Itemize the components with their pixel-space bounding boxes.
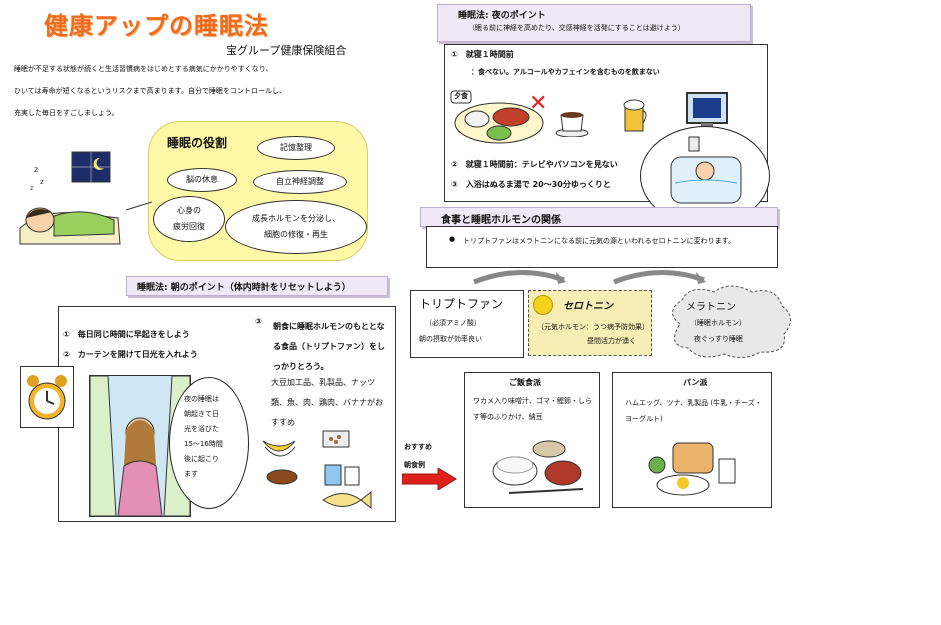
svg-text:z: z — [34, 165, 38, 174]
curved-arrow-1 — [470, 266, 570, 288]
sleeping-person-illustration: z z z — [14, 148, 126, 256]
dinner-illustration: 夕食 — [449, 89, 545, 147]
hormone-header: 食事と睡眠ホルモンの関係 — [420, 207, 778, 227]
banana-icon — [259, 431, 299, 459]
beer-mug-icon — [621, 97, 649, 133]
intro-line: 睡眠が不足する状態が続くと生活習慣病をはじめとする病気にかかりやすくなり、 — [14, 65, 273, 73]
natto-icon — [321, 427, 351, 449]
intro-text: 睡眠が不足する状態が続くと生活習慣病をはじめとする病気にかかりやすくなり、 ひい… — [14, 58, 394, 124]
tryptophan-title: トリプトファン — [419, 297, 504, 311]
role-nerve: 自立神経調整 — [253, 170, 347, 194]
melatonin-desc: 夜ぐっすり睡眠 — [694, 335, 743, 343]
alarm-clock-icon — [20, 366, 74, 428]
hormone-header-title: 食事と睡眠ホルモンの関係 — [441, 215, 561, 226]
morning-point-3: 朝食に睡眠ホルモンのもととなる食品（トリプトファン）をしっかりとろう。 — [273, 322, 385, 371]
rice-breakfast-box: ご飯食派 ワカメ入り味噌汁、ゴマ・鰹節・しらす等のふりかけ、納豆 — [464, 372, 600, 508]
role-fatigue: 心身の 疲労回復 — [153, 196, 225, 242]
tryptophan-desc: 朝の摂取が効率良い — [419, 335, 482, 343]
sleep-role-title: 睡眠の役割 — [167, 136, 228, 150]
melatonin-cloud: メラトニン （睡眠ホルモン） 夜ぐっすり睡眠 — [660, 284, 800, 360]
morning-point-2: ② カーテンを開けて日光を入れよう — [63, 350, 198, 359]
intro-line: ひいては寿命が短くなるというリスクまで高まります。自分で睡眠をコントロールし、 — [14, 87, 286, 95]
serotonin-desc: 昼間活力が湧く — [587, 337, 636, 345]
melatonin-sub: （睡眠ホルモン） — [690, 319, 746, 327]
western-breakfast-illustration — [643, 435, 753, 499]
night-point-1: ① 就寝１時間前 — [451, 50, 514, 59]
role-brain-rest: 脳の休息 — [167, 168, 237, 192]
svg-text:z: z — [30, 185, 33, 192]
svg-text:z: z — [40, 178, 44, 186]
role-memory: 記憶整理 — [257, 136, 335, 160]
tv-icon — [685, 91, 729, 129]
rice-title: ご飯食派 — [509, 378, 541, 387]
hormone-text: トリプトファンはメラトニンになる前に元気の源といわれるセロトニンに変わります。 — [463, 237, 735, 245]
role-connector — [126, 200, 152, 212]
serotonin-sub: （元気ホルモン：うつ病予防効果） — [537, 323, 649, 331]
night-header-title: 睡眠法: 夜のポイント — [458, 11, 546, 21]
fish-icon — [319, 489, 373, 511]
hormone-text-box: ● トリプトファンはメラトニンになる前に元気の源といわれるセロトニンに変わります… — [426, 226, 778, 268]
morning-header-title: 睡眠法: 朝のポイント（体内時計をリセットしよう） — [137, 283, 351, 293]
morning-header: 睡眠法: 朝のポイント（体内時計をリセットしよう） — [126, 276, 388, 296]
melatonin-title: メラトニン — [686, 302, 736, 313]
serotonin-box: セロトニン （元気ホルモン：うつ病予防効果） 昼間活力が湧く — [528, 290, 652, 356]
role-growth-hormone: 成長ホルモンを分泌し、 細胞の修復・再生 — [225, 200, 367, 254]
night-header-sub: （眠る前に神経を高めたり、交感神経を活発にすることは避けよう） — [468, 24, 685, 32]
cross-icon: ✕ — [529, 91, 548, 116]
intro-line: 充実した毎日をすごしましょう。 — [14, 109, 119, 117]
coffee-cup-icon — [555, 107, 589, 137]
bread-desc: ハムエッグ、ツナ、乳製品 (牛乳・チーズ・ヨーグルト) — [625, 399, 762, 423]
bread-title: パン派 — [683, 378, 708, 387]
bullet: ● — [449, 235, 456, 243]
red-arrow-icon — [402, 468, 458, 490]
sunlight-bubble: 夜の睡眠は 朝起きて日 光を浴びた 15～16時間 後に起こり ます — [169, 377, 249, 509]
milk-carton-icon — [323, 459, 363, 487]
morning-points-box: ① 毎日同じ時間に早起きをしよう ② カーテンを開けて日光を入れよう 夜の睡眠は… — [58, 306, 396, 522]
night-point-1-detail: ：食べない。アルコールやカフェインを含むものを飲まない — [471, 68, 660, 76]
rice-desc: ワカメ入り味噌汁、ゴマ・鰹節・しらす等のふりかけ、納豆 — [473, 397, 592, 421]
organization-name: 宝グループ健康保険組合 — [226, 44, 347, 57]
page-title: 健康アップの睡眠法 — [44, 12, 269, 40]
night-header: 睡眠法: 夜のポイント （眠る前に神経を高めたり、交感神経を活発にすることは避け… — [437, 4, 751, 42]
sleep-role-panel: 睡眠の役割 記憶整理 脳の休息 自立神経調整 心身の 疲労回復 成長ホルモンを分… — [148, 121, 368, 261]
morning-foods: 大豆加工品、乳製品、ナッツ類、魚、肉、鶏肉、バナナがおすすめ — [271, 378, 383, 427]
dinner-label: 夕食 — [454, 92, 468, 100]
night-point-3: ③ 入浴はぬるま湯で 20～30分ゆっくりと — [451, 180, 611, 189]
smiley-icon — [533, 295, 553, 315]
tryptophan-sub: （必須アミノ酸） — [425, 319, 481, 327]
night-point-2: ② 就寝１時間前：テレビやパソコンを見ない — [451, 160, 618, 169]
bread-breakfast-box: パン派 ハムエッグ、ツナ、乳製品 (牛乳・チーズ・ヨーグルト) — [612, 372, 772, 508]
sunlight-bubble-text: 夜の睡眠は 朝起きて日 光を浴びた 15～16時間 後に起こり ます — [184, 395, 223, 478]
breakfast-arrow-label: おすすめ 朝食例 — [404, 443, 432, 469]
curved-arrow-2 — [610, 266, 710, 288]
serotonin-title: セロトニン — [563, 301, 613, 312]
tryptophan-box: トリプトファン （必須アミノ酸） 朝の摂取が効率良い — [410, 290, 524, 358]
japanese-breakfast-illustration — [479, 433, 589, 501]
meat-icon — [265, 467, 299, 485]
morning-point-3-num: ③ — [255, 317, 262, 326]
morning-point-1: ① 毎日同じ時間に早起きをしよう — [63, 330, 190, 339]
